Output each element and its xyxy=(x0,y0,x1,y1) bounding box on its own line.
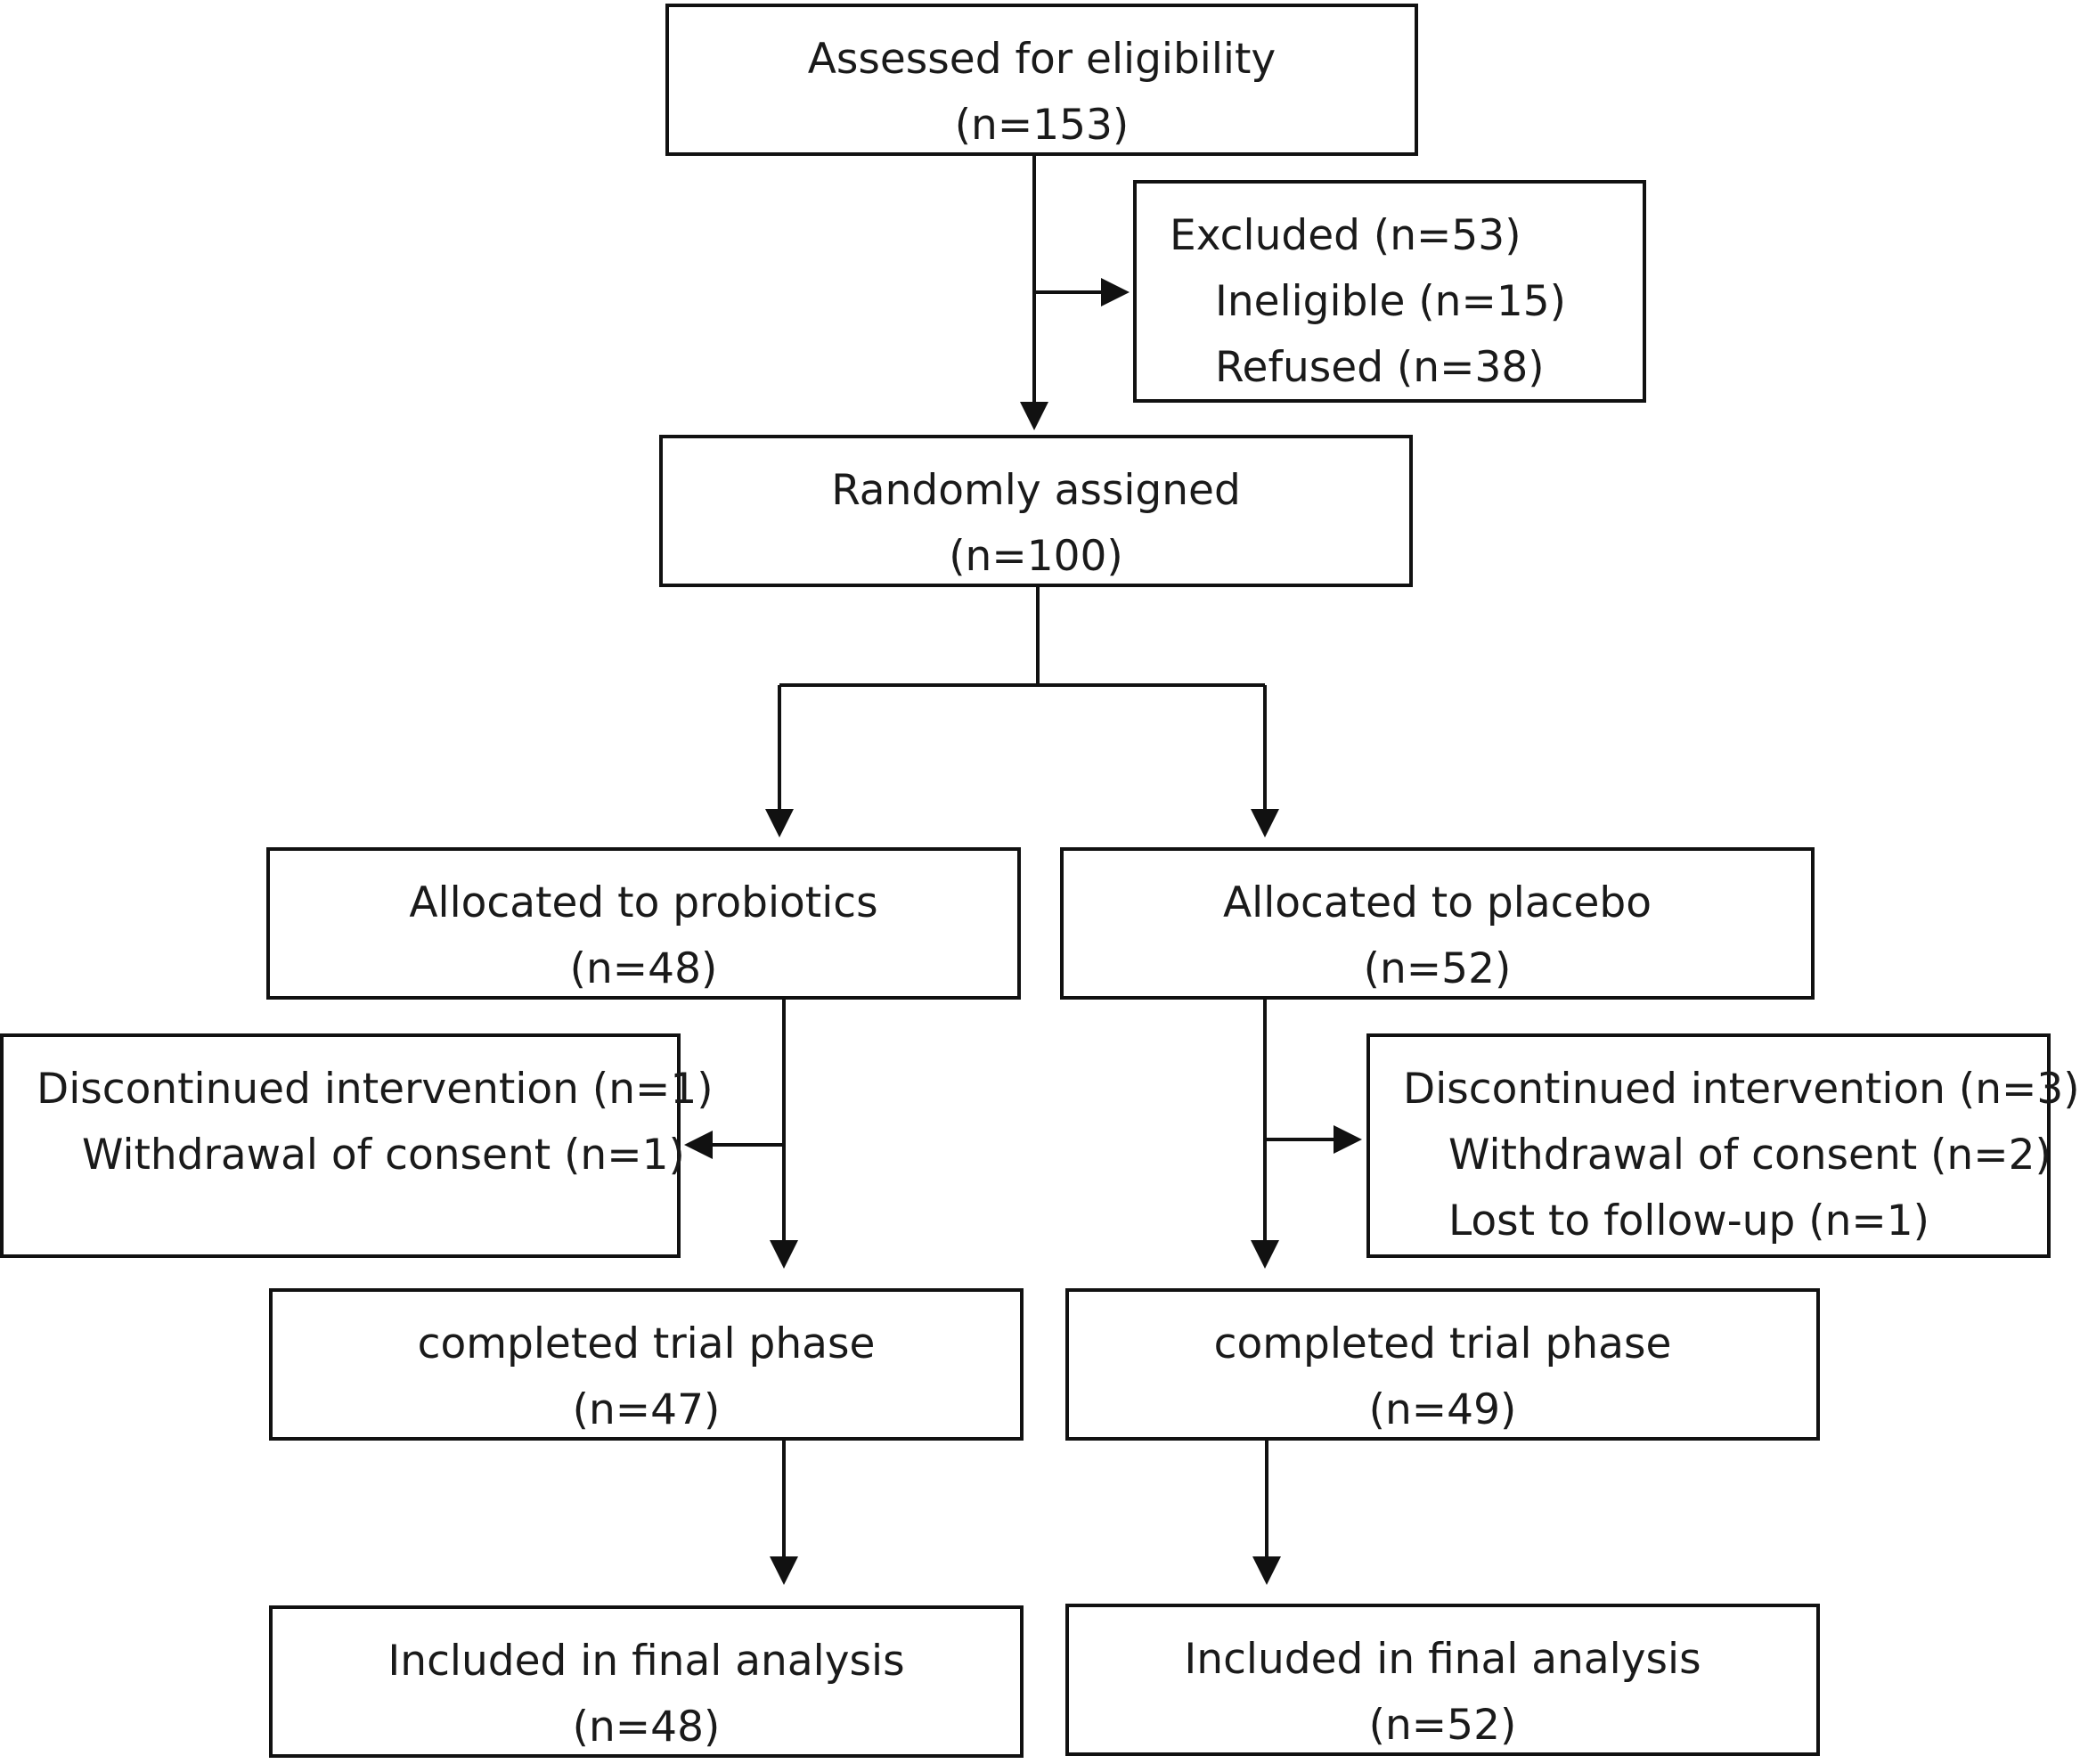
excluded-ineligible: Ineligible (n=15) xyxy=(1215,277,1566,326)
probiotics-allocated-label: Allocated to probiotics xyxy=(409,878,878,927)
probiotics-analysis-box: Included in final analysis (n=48) xyxy=(269,1605,1024,1758)
placebo-completed-box: completed trial phase (n=49) xyxy=(1065,1288,1820,1441)
placebo-analysis-box: Included in final analysis (n=52) xyxy=(1065,1604,1820,1756)
placebo-discontinued-box: Discontinued intervention (n=3) Withdraw… xyxy=(1366,1033,2080,1258)
placebo-completed-count: (n=49) xyxy=(1368,1385,1517,1434)
placebo-analysis-label: Included in final analysis xyxy=(1184,1635,1701,1684)
probiotics-allocated-count: (n=48) xyxy=(569,944,718,993)
placebo-completed-label: completed trial phase xyxy=(1213,1319,1672,1368)
assessed-label: Assessed for eligibility xyxy=(807,35,1277,84)
placebo-allocated-count: (n=52) xyxy=(1363,944,1512,993)
probiotics-completed-count: (n=47) xyxy=(572,1385,721,1434)
placebo-discontinued-lost: Lost to follow-up (n=1) xyxy=(1448,1196,1929,1245)
randomized-label: Randomly assigned xyxy=(831,466,1241,515)
randomized-count: (n=100) xyxy=(949,532,1123,581)
excluded-refused: Refused (n=38) xyxy=(1215,343,1545,392)
probiotics-discontinued-box: Discontinued intervention (n=1) Withdraw… xyxy=(0,1033,714,1258)
placebo-allocated-box: Allocated to placebo (n=52) xyxy=(1060,847,1815,1000)
probiotics-discontinued-label: Discontinued intervention (n=1) xyxy=(37,1065,714,1114)
probiotics-analysis-label: Included in final analysis xyxy=(387,1637,905,1686)
placebo-analysis-count: (n=52) xyxy=(1368,1701,1517,1750)
probiotics-discontinued-withdrawal: Withdrawal of consent (n=1) xyxy=(82,1131,685,1180)
probiotics-allocated-box: Allocated to probiotics (n=48) xyxy=(266,847,1021,1000)
assessed-count: (n=153) xyxy=(954,101,1130,150)
probiotics-analysis-count: (n=48) xyxy=(572,1703,721,1752)
randomized-box: Randomly assigned (n=100) xyxy=(659,435,1413,587)
placebo-discontinued-withdrawal: Withdrawal of consent (n=2) xyxy=(1448,1131,2051,1180)
placebo-allocated-label: Allocated to placebo xyxy=(1223,878,1652,927)
probiotics-completed-box: completed trial phase (n=47) xyxy=(269,1288,1024,1441)
probiotics-completed-label: completed trial phase xyxy=(417,1319,876,1368)
assessed-box: Assessed for eligibility (n=153) xyxy=(665,4,1418,156)
excluded-box: Excluded (n=53) Ineligible (n=15) Refuse… xyxy=(1133,180,1646,403)
placebo-discontinued-label: Discontinued intervention (n=3) xyxy=(1403,1065,2080,1114)
excluded-label: Excluded (n=53) xyxy=(1170,211,1521,260)
